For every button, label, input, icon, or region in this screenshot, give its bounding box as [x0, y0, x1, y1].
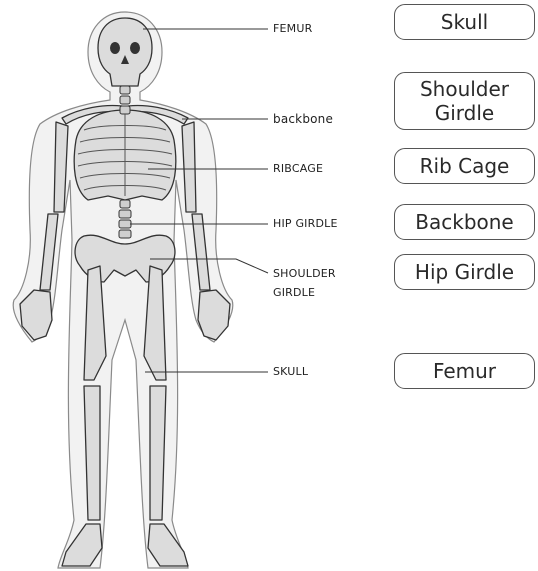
answer-card-skull[interactable]: Skull [394, 4, 535, 40]
answer-card-shoulder-girdle[interactable]: Shoulder Girdle [394, 72, 535, 130]
label-shoulder-girdle: SHOULDER GIRDLE [273, 264, 336, 302]
label-skull: SKULL [273, 364, 308, 380]
answer-card-backbone[interactable]: Backbone [394, 204, 535, 240]
label-femur: FEMUR [273, 21, 312, 37]
label-hip-girdle: HIP GIRDLE [273, 216, 338, 232]
label-ribcage: RIBCAGE [273, 161, 323, 177]
answer-card-femur[interactable]: Femur [394, 353, 535, 389]
answer-card-rib-cage[interactable]: Rib Cage [394, 148, 535, 184]
answer-card-hip-girdle[interactable]: Hip Girdle [394, 254, 535, 290]
label-backbone: backbone [273, 111, 333, 127]
